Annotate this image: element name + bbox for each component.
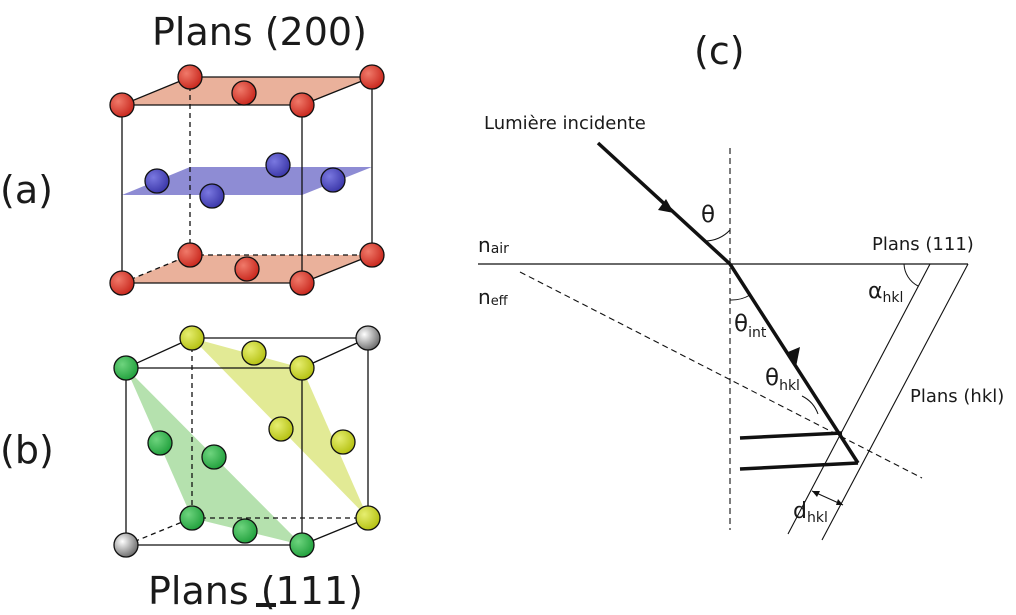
atom-corner xyxy=(177,64,203,90)
theta-hkl-arc xyxy=(801,395,819,415)
atom-corner xyxy=(359,64,385,90)
atom-corner xyxy=(177,242,203,268)
alpha-hkl-label: αhkl xyxy=(868,279,903,306)
d-arrow-right xyxy=(836,499,843,505)
atoms-a xyxy=(109,64,385,296)
atom-green-plane xyxy=(232,518,258,544)
atom-face-center xyxy=(234,256,260,282)
panel-a: (a) Plans (200) xyxy=(0,10,385,296)
overbar-mark xyxy=(256,603,276,607)
atom-yellow-plane xyxy=(268,416,294,442)
atom-corner xyxy=(289,270,315,296)
panel-b-title: Plans (111) xyxy=(148,569,363,613)
theta-int-arc xyxy=(729,294,751,301)
atom-corner xyxy=(359,242,385,268)
hkl-plane-line-1 xyxy=(787,263,931,535)
atom-middle-plane xyxy=(265,152,291,178)
atom-green-plane xyxy=(113,355,139,381)
d-hkl-label: dhkl xyxy=(793,499,828,526)
theta-arc xyxy=(704,229,731,242)
panel-b-label: (b) xyxy=(0,428,54,472)
atom-green-plane xyxy=(289,532,315,558)
atom-middle-plane xyxy=(144,168,170,194)
panel-b: (b) Plans (111) xyxy=(0,325,381,613)
hkl-plane-line-2 xyxy=(821,263,969,541)
atom-vertex xyxy=(355,325,381,351)
atom-green-plane xyxy=(201,444,227,470)
atom-middle-plane xyxy=(320,167,346,193)
incident-arrowhead xyxy=(658,199,674,213)
n-air-label: nair xyxy=(478,233,509,257)
refracted-ray xyxy=(728,263,860,464)
theta-label: θ xyxy=(701,202,715,228)
plans-111-label: Plans (111) xyxy=(872,234,974,255)
reflected-ray-1 xyxy=(739,461,859,471)
atom-yellow-plane xyxy=(179,325,205,351)
hkl-plane-normal xyxy=(519,271,923,479)
alpha-arc xyxy=(903,263,919,287)
panel-c: (c) Lumière incidente θ θint θhkl nair n… xyxy=(478,29,1004,541)
middle-200-plane xyxy=(122,167,372,195)
atom-green-plane xyxy=(147,430,173,456)
atom-yellow-plane xyxy=(355,505,381,531)
atom-corner xyxy=(289,92,315,118)
atom-middle-plane xyxy=(199,183,225,209)
atom-corner xyxy=(109,92,135,118)
panel-a-title: Plans (200) xyxy=(152,10,367,54)
reflected-ray-2 xyxy=(739,431,843,440)
theta-hkl-label: θhkl xyxy=(765,365,800,394)
theta-int-label: θint xyxy=(734,311,767,341)
atom-face-center xyxy=(231,80,257,106)
incident-light-label: Lumière incidente xyxy=(484,113,646,134)
panel-a-label: (a) xyxy=(0,168,53,212)
atom-vertex xyxy=(113,532,139,558)
atom-yellow-plane xyxy=(330,429,356,455)
atom-green-plane xyxy=(179,505,205,531)
atom-yellow-plane xyxy=(241,340,267,366)
panel-c-label: (c) xyxy=(694,29,745,73)
n-eff-label: neff xyxy=(478,285,509,309)
d-arrow-left xyxy=(812,491,820,497)
atom-yellow-plane xyxy=(289,355,315,381)
atoms-b xyxy=(113,325,381,558)
atom-corner xyxy=(109,270,135,296)
refracted-arrowhead xyxy=(788,347,800,367)
plans-hkl-label: Plans (hkl) xyxy=(910,386,1004,407)
